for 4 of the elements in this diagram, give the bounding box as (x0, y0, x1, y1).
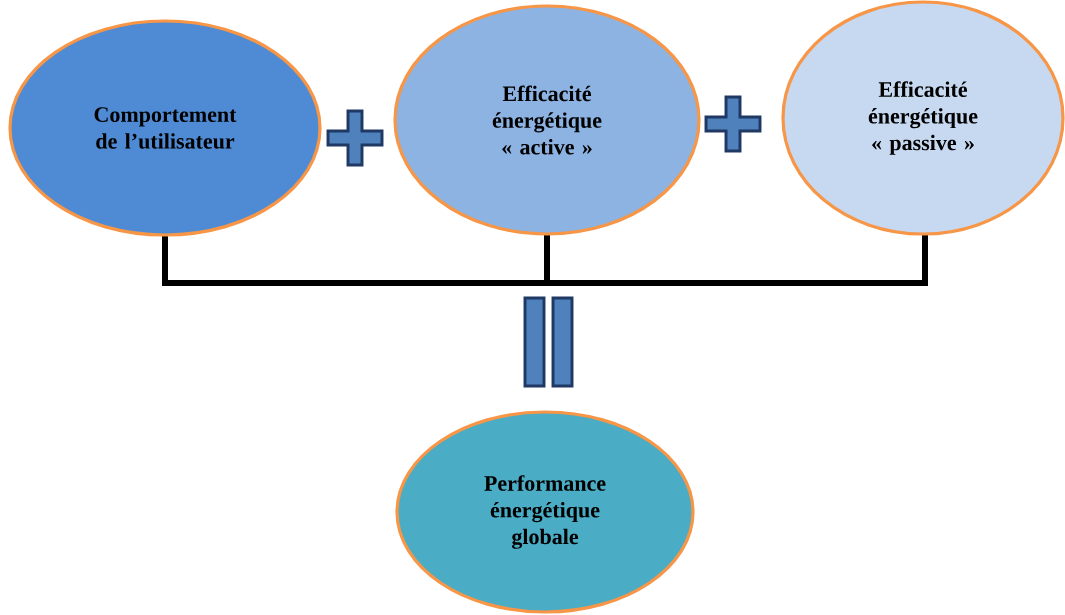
ellipse-node: Comportement de l’utilisateur (8, 19, 322, 237)
ellipse-node: Performance énergétique globale (395, 410, 695, 614)
ellipse-node: Efficacité énergétique « passive » (781, 0, 1065, 236)
ellipse-node: Efficacité énergétique « active » (393, 4, 701, 236)
